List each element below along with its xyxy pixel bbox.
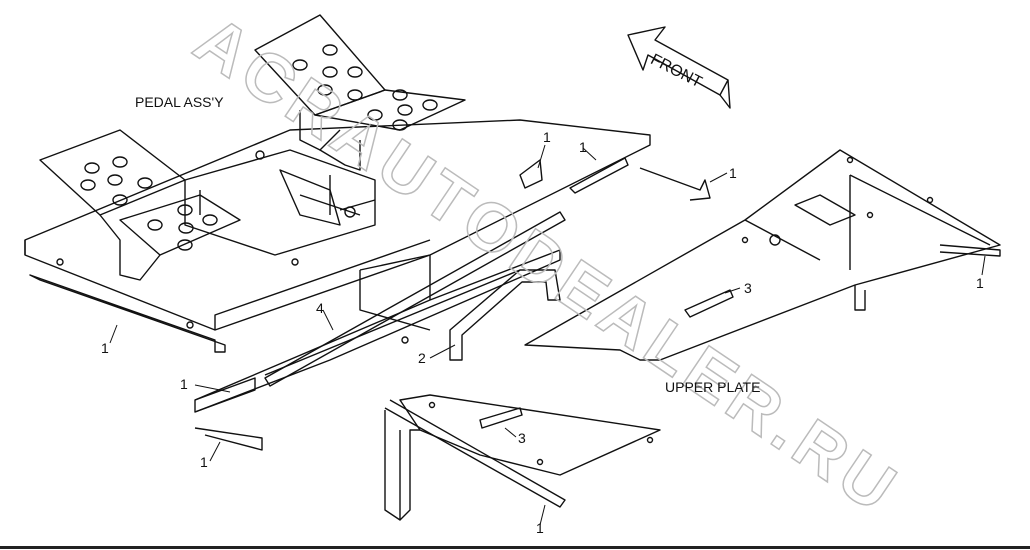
callout-part-1-bottom-left: 1 (200, 454, 208, 470)
callout-part-1-top-right: 1 (729, 165, 737, 181)
callout-part-1-lower-left: 1 (180, 376, 188, 392)
upper-plate (524, 149, 1001, 361)
upper-plate-label: UPPER PLATE (665, 379, 761, 395)
lower-bracket-plate (384, 394, 661, 521)
callout-part-1-bottom-center: 1 (536, 520, 544, 536)
seal-strips-part-1 (29, 157, 1001, 508)
pedal-assembly-label: PEDAL ASS'Y (135, 94, 224, 110)
pedal-linkage (279, 169, 376, 226)
callout-part-1-far-right: 1 (976, 275, 984, 291)
right-pedal (254, 14, 466, 171)
callout-part-1-left: 1 (101, 340, 109, 356)
callout-part-1-top-mid: 1 (579, 139, 587, 155)
callout-part-4: 4 (316, 300, 324, 316)
front-arrow-icon (627, 26, 731, 109)
bottom-border (0, 546, 1030, 549)
callout-part-2: 2 (418, 350, 426, 366)
callout-part-3-lower: 3 (518, 430, 526, 446)
handle-part-2 (449, 269, 561, 361)
left-pedal (39, 129, 241, 281)
floor-frame (24, 119, 651, 413)
callout-part-1-top-center: 1 (543, 129, 551, 145)
callout-part-3-upper: 3 (744, 280, 752, 296)
bar-part-4 (264, 211, 566, 387)
leader-lines (109, 144, 986, 526)
